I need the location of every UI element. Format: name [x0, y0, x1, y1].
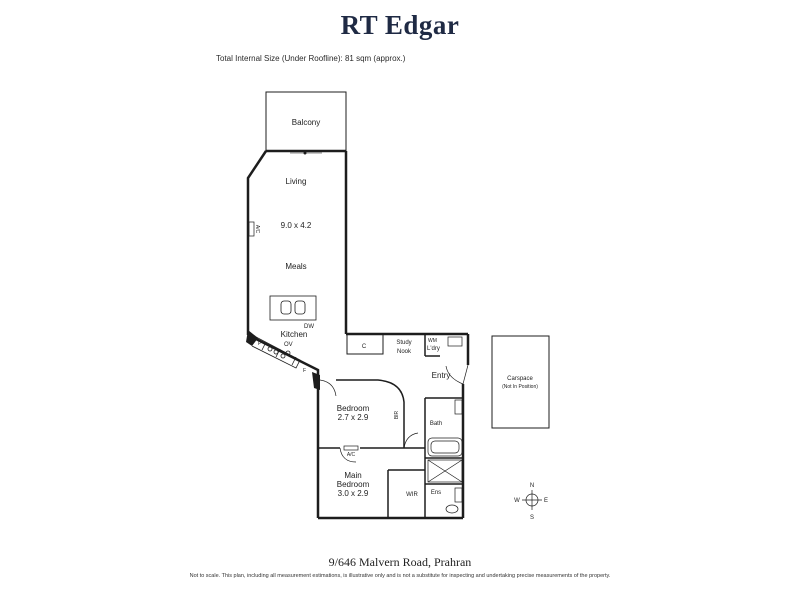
room-label-entry: Entry — [432, 371, 451, 380]
kitchen-bench — [251, 336, 301, 369]
room-label-main-2: Bedroom — [337, 480, 370, 489]
size-note: Total Internal Size (Under Roofline): 81… — [216, 54, 406, 63]
brand-logo: RT Edgar — [340, 10, 460, 40]
disclaimer: Not to scale. This plan, including all m… — [189, 573, 611, 579]
kitchen-wall-fill — [246, 330, 258, 346]
kitchen-island — [269, 295, 317, 321]
fixture-p: P — [258, 341, 262, 347]
property-address: 9/646 Malvern Road, Prahran — [328, 555, 472, 569]
compass-w: W — [514, 498, 520, 504]
bedroom-doors — [319, 379, 419, 463]
interior-walls — [318, 333, 463, 518]
room-label-bedroom: Bedroom — [337, 404, 370, 413]
room-label-laundry-1: WM — [428, 338, 437, 344]
carspace-label: Carspace — [507, 376, 533, 382]
exterior-walls — [246, 149, 470, 520]
room-label-kitchen: Kitchen — [281, 330, 308, 339]
room-label-bir: BIR — [394, 410, 400, 419]
ac-bedroom-unit — [343, 445, 359, 451]
room-label-meals: Meals — [285, 262, 306, 271]
compass: N S E W — [514, 483, 548, 521]
room-label-study-2: Nook — [397, 349, 412, 355]
room-label-ens: Ens — [431, 490, 441, 496]
room-label-wir: WIR — [406, 492, 418, 498]
room-label-main-1: Main — [344, 471, 361, 480]
fixture-c: C — [362, 344, 367, 350]
kitchen-wall-fill-2 — [312, 372, 320, 390]
compass-s: S — [530, 515, 534, 521]
fixture-ac-bedroom: A/C — [347, 452, 356, 458]
room-label-balcony: Balcony — [292, 118, 320, 127]
compass-e: E — [544, 498, 548, 504]
balcony-door — [290, 151, 322, 155]
entry-door — [445, 364, 469, 385]
compass-n: N — [530, 483, 534, 489]
room-label-living: Living — [286, 177, 307, 186]
fixture-dw: DW — [304, 324, 314, 330]
room-dims-living: 9.0 x 4.2 — [281, 221, 312, 230]
fixture-f: F — [303, 368, 306, 374]
room-label-bath: Bath — [430, 421, 442, 427]
laundry-fixtures — [447, 336, 463, 347]
room-dims-main: 3.0 x 2.9 — [338, 489, 369, 498]
room-label-study-1: Study — [396, 340, 411, 346]
room-dims-bedroom: 2.7 x 2.9 — [338, 413, 369, 422]
carspace-note: (Not In Position) — [502, 384, 538, 390]
fixture-ov: OV — [284, 342, 293, 348]
room-label-laundry-2: L'dry — [427, 346, 440, 352]
carspace-outline — [491, 335, 550, 429]
bath-fixtures — [427, 399, 463, 514]
fixture-ac-living: A/C — [254, 225, 260, 234]
ac-living-unit — [248, 221, 255, 237]
